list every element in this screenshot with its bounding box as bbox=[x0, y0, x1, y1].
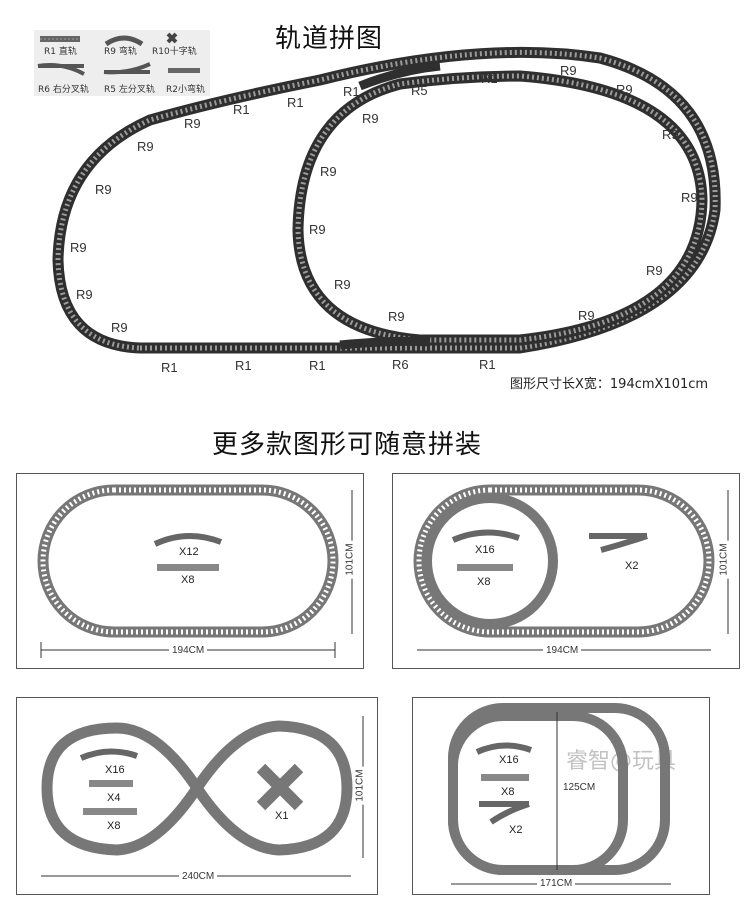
count-label: X4 bbox=[107, 792, 121, 804]
layout-panel-double-loop: X16 X8 X2 125CM 171CM bbox=[412, 697, 710, 895]
inner-rounded-track bbox=[448, 711, 628, 875]
track-label: R9 bbox=[616, 82, 633, 97]
switch-piece-icon bbox=[589, 533, 648, 553]
track-label: R1 bbox=[233, 102, 250, 117]
track-label: R9 bbox=[184, 116, 201, 131]
track-label: R9 bbox=[560, 63, 577, 78]
size-note: 图形尺寸长X宽：194cmX101cm bbox=[510, 377, 709, 392]
height-dimension: 101CM bbox=[718, 540, 730, 579]
oval-track bbox=[37, 484, 339, 638]
track-label: R9 bbox=[309, 222, 326, 237]
height-dimension: 101CM bbox=[354, 766, 366, 805]
track-label: R1 bbox=[481, 71, 498, 86]
legend-curve-track-icon bbox=[104, 35, 144, 47]
straight-piece-icon bbox=[481, 774, 529, 781]
count-label: X2 bbox=[509, 824, 523, 836]
top-title: 轨道拼图 bbox=[275, 24, 384, 54]
switch-piece-icon bbox=[479, 801, 530, 825]
track-label: R1 bbox=[343, 84, 360, 99]
count-label: X16 bbox=[475, 544, 495, 556]
switch-connector-bottom bbox=[339, 336, 431, 350]
track-label: R9 bbox=[681, 190, 698, 205]
main-track-layout bbox=[52, 46, 721, 354]
layout-panel-oval-loop: X16 X8 X2 194CM 101CM bbox=[392, 473, 740, 669]
straight-piece-icon bbox=[83, 808, 137, 815]
curve-piece-icon bbox=[153, 532, 223, 547]
width-dimension: 194CM bbox=[169, 645, 208, 656]
count-label: X2 bbox=[625, 560, 639, 572]
legend-straight-track-icon bbox=[40, 36, 80, 42]
curve-piece-icon bbox=[475, 742, 533, 755]
count-label: X16 bbox=[499, 754, 519, 766]
track-label: R9 bbox=[320, 164, 337, 179]
count-label: X12 bbox=[179, 546, 199, 558]
oval-track bbox=[413, 484, 715, 638]
straight-piece-icon bbox=[157, 564, 219, 571]
outer-rounded-track bbox=[448, 703, 670, 875]
count-label: X8 bbox=[107, 820, 121, 832]
track-label: R9 bbox=[646, 263, 663, 278]
track-label: R9 bbox=[95, 182, 112, 197]
height-dimension: 125CM bbox=[561, 782, 598, 793]
track-label: R1 bbox=[235, 358, 252, 373]
track-label: R9 bbox=[662, 127, 679, 142]
legend-label-r6: R6 右分叉轨 bbox=[38, 85, 89, 95]
legend-label-r5: R5 左分叉轨 bbox=[104, 85, 155, 95]
legend-box: R1 直轨 R9 弯轨 R10十字轨 R6 右分叉轨 R5 左分叉轨 R2小弯轨 bbox=[34, 30, 210, 96]
small-curve-piece-icon bbox=[89, 780, 133, 787]
count-label: X8 bbox=[501, 786, 515, 798]
legend-small-curve-icon bbox=[168, 68, 200, 73]
section-title: 更多款图形可随意拼装 bbox=[212, 430, 483, 460]
track-label: R9 bbox=[70, 240, 87, 255]
count-label: X16 bbox=[105, 764, 125, 776]
height-dimension: 101CM bbox=[344, 540, 356, 579]
track-label: R9 bbox=[137, 139, 154, 154]
curve-piece-icon bbox=[79, 748, 139, 761]
straight-piece-icon bbox=[457, 564, 513, 571]
legend-label-r10: R10十字轨 bbox=[152, 47, 197, 57]
legend-cross-track-icon bbox=[166, 32, 178, 44]
width-dimension: 240CM bbox=[179, 871, 218, 882]
inner-loop-track bbox=[422, 493, 558, 629]
switch-connector-top bbox=[358, 61, 441, 91]
track-label: R9 bbox=[578, 308, 595, 323]
legend-label-r2: R2小弯轨 bbox=[166, 85, 205, 95]
track-label: R9 bbox=[111, 320, 128, 335]
legend-label-r1: R1 直轨 bbox=[44, 47, 77, 57]
width-dimension: 171CM bbox=[537, 878, 576, 889]
track-label: R9 bbox=[362, 111, 379, 126]
inner-track-loop bbox=[292, 70, 708, 346]
track-label: R9 bbox=[76, 287, 93, 302]
figure-eight-track bbox=[41, 720, 353, 856]
layout-panel-oval: X12 X8 194CM 101CM bbox=[16, 473, 364, 669]
track-label: R1 bbox=[479, 357, 496, 372]
count-label: X8 bbox=[477, 576, 491, 588]
track-label: R1 bbox=[309, 358, 326, 373]
width-dimension: 194CM bbox=[543, 645, 582, 656]
track-label: R6 bbox=[392, 357, 409, 372]
track-label: R9 bbox=[388, 309, 405, 324]
legend-right-switch-icon bbox=[37, 63, 85, 76]
track-label: R1 bbox=[287, 95, 304, 110]
layout-panel-figure-eight: X16 X4 X8 X1 240CM 101CM bbox=[16, 697, 378, 895]
count-label: X1 bbox=[275, 810, 289, 822]
legend-left-switch-icon bbox=[103, 62, 151, 75]
count-label: X8 bbox=[181, 574, 195, 586]
track-label: R9 bbox=[334, 277, 351, 292]
track-label: R5 bbox=[411, 83, 428, 98]
legend-label-r9: R9 弯轨 bbox=[104, 47, 137, 57]
track-label: R1 bbox=[161, 360, 178, 375]
cross-piece-icon bbox=[256, 763, 304, 811]
curve-piece-icon bbox=[451, 529, 520, 543]
watermark: 睿智@玩具 bbox=[566, 749, 677, 774]
